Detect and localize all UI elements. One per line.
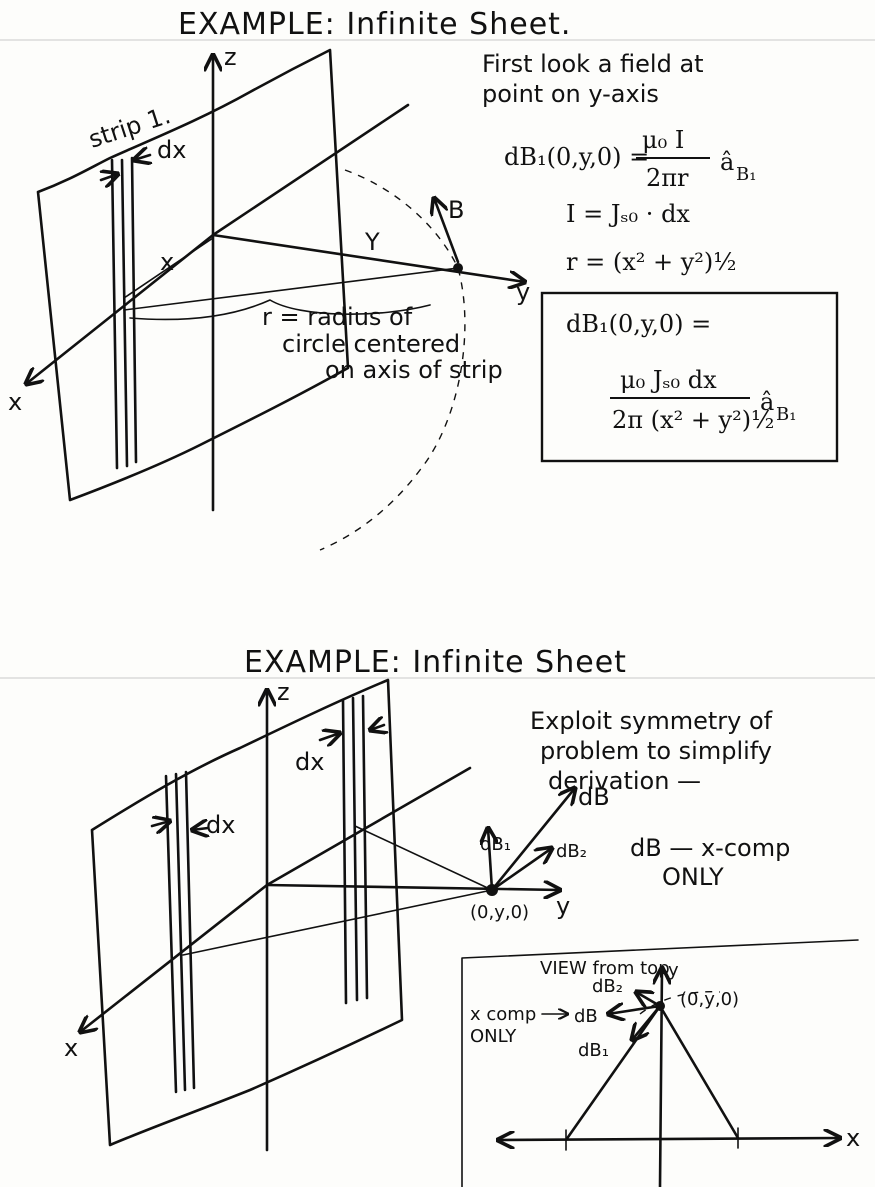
inset-xcomp-label: x comp [470,1004,536,1025]
x-distance-label: x [160,248,174,276]
r-line [123,267,459,311]
inset-frame [461,939,859,1187]
inset-dB2-label: dB₂ [592,976,623,997]
bottom-y-axis [265,885,560,890]
bottom-x-label: x [64,1034,78,1062]
B-vector [434,198,460,264]
bottom-section: EXAMPLE: Infinite Sheet dx dx z x y (0,y… [64,645,860,1187]
field-point [453,263,463,273]
inset-point-label: (0,y,0) [680,989,739,1010]
dB-vector [490,788,575,892]
bottom-z-label: z [277,678,290,706]
strip-line-mid [120,158,129,468]
r-note-2: circle centered [282,330,460,358]
bottom-note-3: derivation — [548,767,701,795]
bottom-title: EXAMPLE: Infinite Sheet [244,645,627,680]
box-denominator: 2π (x² + y²)½ [612,406,774,434]
eq3: r = (x² + y²)½ [566,248,737,276]
inset-dB-label: dB [574,1006,598,1027]
strip-line-right [130,156,138,464]
inset-x-axis [498,1138,840,1140]
result-box [540,291,839,463]
B-label: B [448,196,464,224]
top-section: EXAMPLE: Infinite Sheet. strip 1. dx z x… [8,7,839,551]
dB2-vector [490,848,552,892]
dB1-label: dB₁ [480,834,511,855]
r-brace [129,299,431,321]
dx-arrow-left [101,174,118,180]
top-sheet-outline [36,48,350,502]
dx-label: dx [157,136,186,164]
eq1-unit: â [720,148,734,176]
inset-y-axis [660,968,662,1187]
right-strip-line-3 [361,694,369,1000]
left-strip-line-2 [174,772,187,1092]
top-note-1: First look a field at [482,50,704,78]
dx-arrow-right [134,155,150,160]
inset-dB2-vector [636,992,662,1006]
eq1-lhs: dB₁(0,y,0) = [504,143,649,171]
axis-back [211,103,410,237]
dB1-vector [488,828,492,892]
bottom-y-label: y [556,892,570,920]
box-unit-sub: B₁ [776,404,796,425]
bottom-note-1: Exploit symmetry of [530,707,773,735]
top-title: EXAMPLE: Infinite Sheet. [178,7,571,42]
bottom-note-4: dB — x-comp [630,834,790,862]
bottom-sheet-outline [90,678,404,1147]
inset-dashed [639,990,721,1015]
inset-title: VIEW from top [540,958,670,979]
z-axis-label: z [224,43,237,71]
r-note-1: r = radius of [262,303,413,331]
eq1-unit-sub: B₁ [736,164,756,185]
right-dx-label: dx [295,748,324,776]
top-note-2: point on y-axis [482,80,659,108]
inset-dB1-label: dB₁ [578,1040,609,1061]
eq2: I = Jₛ₀ · dx [566,200,690,228]
field-circle-arc [319,169,466,551]
eq1-numerator: μ₀ I [642,126,684,154]
right-strip-line-2 [351,696,359,1002]
right-dx-arrow-a [318,733,340,740]
bottom-note-5: ONLY [662,863,724,891]
right-strip-to-point [354,825,493,891]
inset-line-right [658,1004,740,1140]
x-distance-line [123,237,214,299]
box-numerator: μ₀ Jₛ₀ dx [620,366,717,394]
box-unit: â [760,388,774,416]
left-dx-arrow-a [150,821,170,826]
inset-dB-vector [608,1006,662,1014]
top-view-inset: VIEW from top x y (0,y,0) dB₂ dB₁ x comp… [461,939,860,1187]
box-lhs: dB₁(0,y,0) = [566,310,711,338]
y-axis [211,233,525,282]
y-axis-label: y [516,278,530,306]
right-strip-line-1 [341,698,348,1005]
left-dx-label: dx [206,811,235,839]
dB2-label: dB₂ [556,841,587,862]
bottom-note-2: problem to simplify [540,737,772,765]
left-strip-to-point [182,889,493,956]
left-strip-line-3 [184,770,196,1090]
ruled-lines [0,39,875,679]
left-strip-line-1 [164,774,178,1094]
y-distance-label: Y [364,228,380,256]
inset-dB1-vector [632,1004,662,1040]
inset-y-label: y [668,960,679,981]
bottom-point-label: (0,y,0) [470,902,529,923]
dB-label: dB [578,783,610,811]
left-dx-arrow-b [192,828,208,830]
r-note-3: on axis of strip [325,356,503,384]
x-axis-label: x [8,388,22,416]
bottom-x-axis [80,883,269,1032]
inset-only-label: ONLY [470,1026,517,1047]
eq1-denominator: 2πr [646,164,689,192]
inset-x-label: x [846,1124,860,1152]
right-dx-arrow-b [370,725,384,730]
bottom-axis-back [265,766,472,887]
